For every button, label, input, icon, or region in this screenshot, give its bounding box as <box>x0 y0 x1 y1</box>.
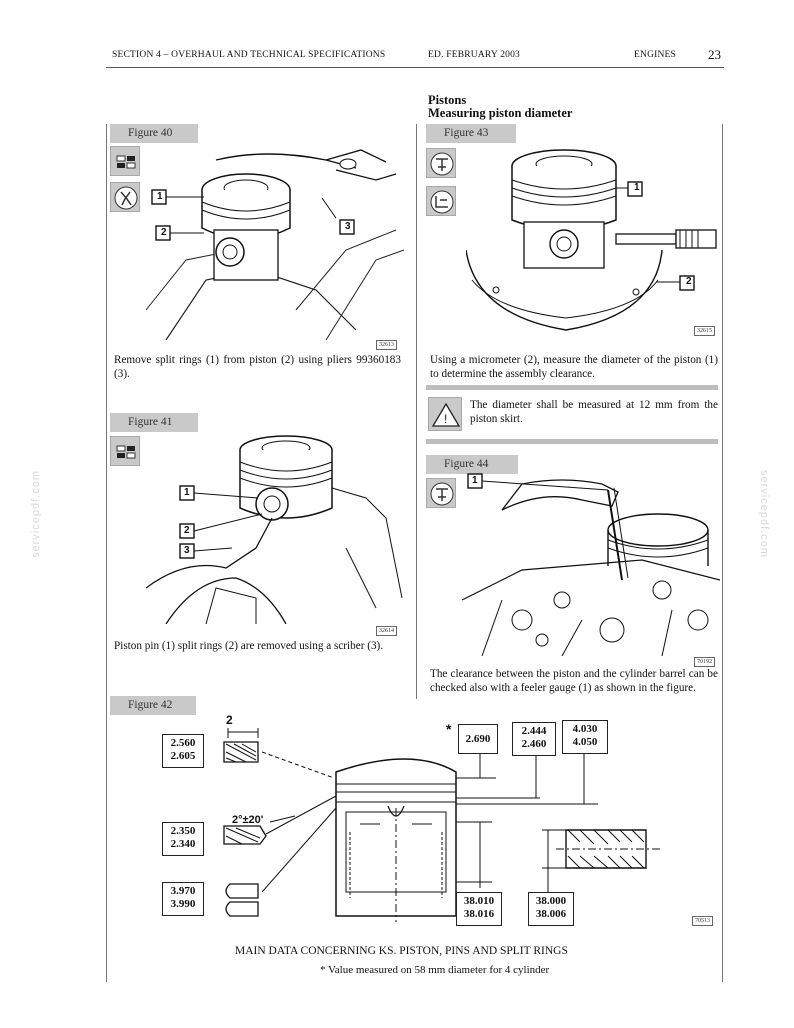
pin-min: 38.000 <box>535 895 567 907</box>
figure-41-callout-3: 3 <box>184 545 190 556</box>
ring3-max: 3.990 <box>170 898 196 910</box>
section-subtitle: Measuring piston diameter <box>428 106 573 120</box>
ring1-max: 2.605 <box>170 750 196 762</box>
removal-icon <box>110 146 140 176</box>
pin-box: 38.000 38.006 <box>528 892 574 926</box>
ring3-tolerance-box: 3.970 3.990 <box>162 882 204 916</box>
figure-43-callout-1: 1 <box>634 182 640 193</box>
section-title: Pistons <box>428 93 467 107</box>
figure-40-callout-1: 1 <box>157 191 163 202</box>
center-rule <box>416 124 417 699</box>
figure-43-code: 32615 <box>694 326 715 336</box>
figure-41-illustration <box>146 435 403 624</box>
groove3-max: 4.050 <box>572 736 598 748</box>
figure-40-code: 32613 <box>376 340 397 350</box>
left-margin-rule <box>106 124 107 982</box>
warning-text: The diameter shall be measured at 12 mm … <box>470 399 718 425</box>
warning-triangle-icon: ! <box>428 397 462 431</box>
figure-44-illustration <box>462 473 720 656</box>
figure-41-caption: Piston pin (1) split rings (2) are remov… <box>114 640 384 652</box>
groove1-box: 2.690 <box>458 724 498 754</box>
figure-44-code: 70192 <box>694 657 715 667</box>
removal-icon <box>110 436 140 466</box>
pin-bore-max: 38.016 <box>463 908 495 920</box>
pliers-icon <box>110 182 140 212</box>
figure-42-drawing <box>223 728 660 922</box>
header-chapter: ENGINES <box>634 50 677 60</box>
ring2-min: 2.350 <box>170 825 196 837</box>
figure-43-label: Figure 43 <box>426 124 516 143</box>
pin-bore-box: 38.010 38.016 <box>456 892 502 926</box>
right-margin-rule <box>722 124 723 982</box>
micrometer-icon <box>426 186 456 216</box>
svg-text:!: ! <box>444 412 447 426</box>
figure-41-label: Figure 41 <box>110 413 198 432</box>
page-number: 23 <box>708 47 721 62</box>
pin-bore-min: 38.010 <box>463 895 495 907</box>
groove3-min: 4.030 <box>572 723 598 735</box>
measure-icon <box>426 148 456 178</box>
ring1-min: 2.560 <box>170 737 196 749</box>
figure-40-label: Figure 40 <box>110 124 198 143</box>
figure-41-callout-1: 1 <box>184 487 190 498</box>
watermark-right: servicepdf.com <box>757 470 770 558</box>
groove3-box: 4.030 4.050 <box>562 720 608 754</box>
figure-43-caption: Using a micrometer (2), measure the diam… <box>430 354 718 380</box>
header-edition: ED. FEBRUARY 2003 <box>428 50 520 60</box>
figure-44-callout-1: 1 <box>472 475 478 486</box>
figure-42-note: * Value measured on 58 mm diameter for 4… <box>320 964 550 976</box>
figure-44-label: Figure 44 <box>426 455 518 474</box>
figure-43-illustration <box>466 149 717 331</box>
figure-40-callout-3: 3 <box>345 221 351 232</box>
figure-40-caption: Remove split rings (1) from piston (2) u… <box>114 354 401 380</box>
header-rule <box>106 67 724 68</box>
ring2-max: 2.340 <box>170 838 196 850</box>
warning-bottom-band <box>426 439 718 444</box>
figure-43-callout-2: 2 <box>686 276 692 287</box>
figure-41-code: 32614 <box>376 626 397 636</box>
watermark-left: servicepdf.com <box>29 470 42 558</box>
groove2-box: 2.444 2.460 <box>512 722 556 756</box>
figure-42-code: 70513 <box>692 916 713 926</box>
groove2-max: 2.460 <box>521 738 547 750</box>
figure-42-asterisk: * <box>446 721 452 737</box>
groove2-min: 2.444 <box>521 725 547 737</box>
figure-44-caption: The clearance between the piston and the… <box>430 668 718 694</box>
header-section: SECTION 4 – OVERHAUL AND TECHNICAL SPECI… <box>112 50 386 60</box>
pin-max: 38.006 <box>535 908 567 920</box>
groove1-value: 2.690 <box>465 733 491 745</box>
figure-42-top-dimension: 2 <box>226 713 233 727</box>
warning-top-band <box>426 385 718 390</box>
figure-40-callout-2: 2 <box>161 227 167 238</box>
figure-40-illustration <box>146 149 404 340</box>
ring3-min: 3.970 <box>170 885 196 897</box>
ring2-tolerance-box: 2.350 2.340 <box>162 822 204 856</box>
figure-42-title: MAIN DATA CONCERNING KS. PISTON, PINS AN… <box>235 945 568 957</box>
measure-icon <box>426 478 456 508</box>
ring1-tolerance-box: 2.560 2.605 <box>162 734 204 768</box>
figure-42-label: Figure 42 <box>110 696 196 715</box>
figure-42-angle: 2°±20' <box>232 814 264 826</box>
figure-41-callout-2: 2 <box>184 525 190 536</box>
